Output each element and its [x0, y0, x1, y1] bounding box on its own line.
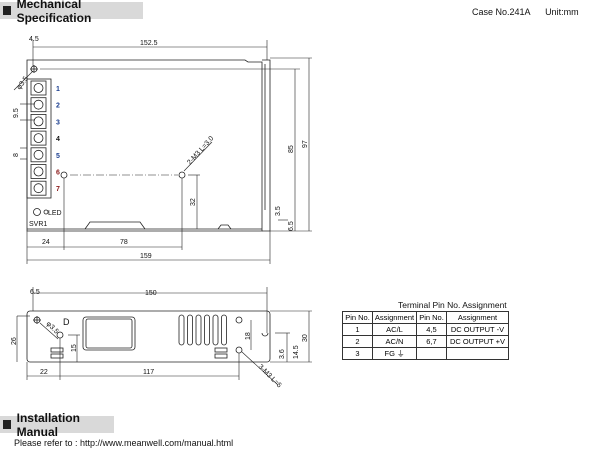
screw-head-icon [33, 116, 44, 127]
vent-slot [221, 314, 227, 346]
dim-78: 78 [120, 239, 128, 246]
dim-159: 159 [140, 253, 152, 260]
section-header-mechanical: Mechanical Specification [0, 0, 143, 25]
side-view-labels: 6.5 150 φ3.5 D 26 15 18 3.6 14.5 30 22 1… [11, 289, 309, 390]
dim-8: 8 [13, 153, 20, 157]
terminal-label: 1 [56, 86, 60, 93]
cell: 6,7 [416, 335, 447, 348]
screw-head-icon [33, 166, 44, 177]
cell: 2 [342, 335, 373, 348]
section-title: Mechanical Specification [16, 0, 92, 25]
screw-head-icon [33, 99, 44, 110]
mark-d: D [63, 317, 70, 327]
dim-18: 18 [245, 332, 252, 340]
terminal-label: 5 [56, 153, 60, 160]
vent-slot [212, 314, 219, 346]
dim-26: 26 [11, 337, 18, 345]
dim-15: 15 [71, 344, 78, 352]
screw-head-icon [33, 183, 44, 194]
dim-30: 30 [302, 334, 309, 342]
header-cell: Pin No. [416, 311, 447, 324]
dim-24: 24 [42, 239, 50, 246]
dim-32: 32 [190, 198, 197, 206]
unit-label: Unit:mm [545, 7, 579, 17]
side-view [16, 287, 312, 386]
cell: AC/L [372, 323, 417, 336]
table-row: 1 AC/L 4,5 DC OUTPUT -V [342, 323, 509, 336]
cell: DC OUTPUT -V [446, 323, 509, 336]
cell: 3 [342, 347, 373, 360]
vent-slot [178, 314, 185, 346]
screw-head-icon [33, 83, 44, 93]
cell [446, 347, 509, 360]
square-bullet-icon [3, 420, 11, 429]
dim-4-5: 4.5 [29, 36, 39, 43]
screw-head-icon [33, 133, 44, 144]
dim-m3-side: 3-M3 L=5 [257, 363, 283, 389]
case-info: Case No.241A Unit:mm [472, 7, 591, 17]
table-row: 2 AC/N 6,7 DC OUTPUT +V [342, 335, 509, 348]
dim-14-5: 14.5 [293, 345, 300, 359]
dim-9-5: 9.5 [13, 108, 20, 118]
section-title: Installation Manual [16, 410, 80, 439]
dim-6-5: 6.5 [288, 221, 295, 231]
header-cell: Assignment [446, 311, 509, 324]
terminal-table: Pin No. Assignment Pin No. Assignment 1 … [342, 311, 509, 360]
dim-3-5: 3.5 [275, 206, 282, 216]
terminal-label: 4 [56, 136, 60, 143]
dim-22: 22 [40, 369, 48, 376]
vent-slot [204, 314, 210, 346]
dim-85: 85 [288, 145, 295, 153]
dim-97: 97 [302, 140, 309, 148]
installation-link-text[interactable]: Please refer to : http://www.meanwell.co… [14, 438, 234, 448]
terminal-label: 2 [56, 103, 60, 110]
section-header-installation: Installation Manual [0, 411, 114, 439]
terminal-screw [30, 180, 47, 196]
header-cell: Assignment [372, 311, 417, 324]
case-number: Case No.241A [472, 7, 531, 17]
terminal-table-title: Terminal Pin No. Assignment [398, 300, 507, 310]
dim-152-5: 152.5 [140, 40, 158, 47]
cell [416, 347, 447, 360]
terminal-screw [30, 130, 47, 146]
terminal-screw [30, 97, 47, 113]
dim-117: 117 [143, 369, 154, 376]
dim-6-5-side: 6.5 [30, 289, 40, 296]
top-view [13, 40, 312, 264]
terminal-label: 6 [56, 170, 60, 177]
dim-phi3-5: φ3.5 [16, 75, 30, 91]
cell: 1 [342, 323, 373, 336]
dim-150: 150 [145, 290, 157, 297]
vent-slot [187, 314, 193, 346]
terminal-label: 7 [56, 186, 60, 193]
table-row: 3 FG ⏚ [342, 347, 509, 360]
led-label: LED [48, 210, 62, 217]
screw-head-icon [33, 149, 44, 160]
cell: DC OUTPUT +V [446, 335, 509, 348]
terminal-screw [30, 164, 47, 179]
terminal-screw [30, 147, 47, 163]
terminal-screw [30, 114, 47, 129]
dim-m3: 2-M3 L=3.0 [186, 135, 215, 166]
table-header-row: Pin No. Assignment Pin No. Assignment [342, 311, 509, 324]
dim-3-6: 3.6 [279, 349, 286, 359]
header-cell: Pin No. [342, 311, 373, 324]
square-bullet-icon [3, 6, 11, 15]
cell: FG ⏚ [372, 347, 417, 360]
vent-slot [195, 314, 202, 346]
terminal-label: 3 [56, 119, 60, 126]
svr-label: SVR1 [29, 221, 47, 228]
cell: AC/N [372, 335, 417, 348]
cell: 4,5 [416, 323, 447, 336]
terminal-screw [30, 80, 47, 96]
